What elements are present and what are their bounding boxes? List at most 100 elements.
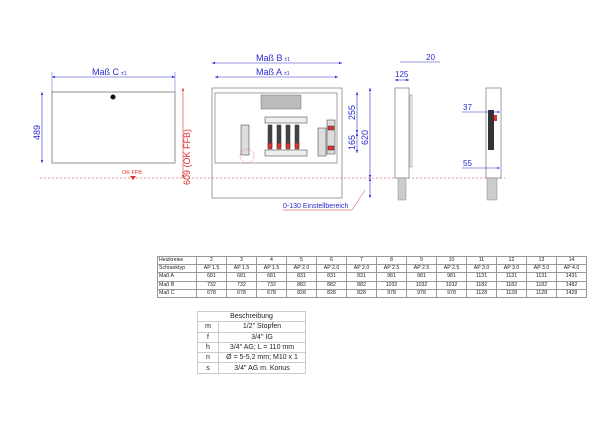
table-cell: 8 [376,255,407,266]
table-cell: 681 [226,272,257,282]
table-cell: 1131 [526,272,557,282]
left-view: Maß C±1 489 OK FFB [32,67,176,180]
mass-c-label: Maß C±1 [92,67,127,77]
table-cell: 732 [226,280,257,290]
description-title: Beschreibung [197,310,306,323]
table-cell: AP 2.0 [316,264,347,274]
table-cell: 981 [406,272,437,282]
table-cell: 981 [436,272,467,282]
side-view: 125 20 [394,53,440,201]
table-cell: 14 [556,255,587,266]
table-cell: 5 [286,255,317,266]
table-cell: 11 [466,255,497,266]
door-20: 20 [426,53,435,62]
table-cell: 1482 [556,280,587,290]
table-cell: 681 [256,272,287,282]
table-cell: AP 1.5 [256,264,287,274]
table-cell: 1032 [406,280,437,290]
dim-55: 55 [463,159,472,168]
table-cell: 828 [286,288,317,298]
table-cell: 978 [406,288,437,298]
table-cell: AP 2.5 [406,264,437,274]
table-cell: 1428 [556,288,587,298]
table-cell: 13 [526,255,557,266]
table-cell: AP 2.0 [346,264,377,274]
table-cell: AP 3.0 [496,264,527,274]
table-cell: 6 [316,255,347,266]
table-cell: 978 [436,288,467,298]
table-cell: 828 [346,288,377,298]
table-cell: AP 1.5 [196,264,227,274]
table-cell: 1131 [496,272,527,282]
table-cell: AP 2.0 [286,264,317,274]
table-cell: 1131 [466,272,497,282]
ok-ffb-label: OK FFB [122,170,142,176]
table-cell: 678 [256,288,287,298]
cabinet-door [51,91,176,164]
table-cell: 1128 [466,288,497,298]
table-cell: 681 [196,272,227,282]
table-cell: AP 1.5 [226,264,257,274]
mass-a-label: Maß A±1 [256,67,290,77]
row-label: Maß A [157,272,197,282]
description-text: 3/4" AG; L = 110 mm [218,341,306,354]
mass-b-label: Maß B±1 [256,53,290,63]
table-row: Beschreibung [197,310,306,323]
table-cell: 1182 [526,280,557,290]
table-cell: 831 [286,272,317,282]
description-key: h [197,341,219,354]
table-cell: 981 [376,272,407,282]
table-cell: 678 [196,288,227,298]
table-cell: 1128 [526,288,557,298]
table-cell: 4 [256,255,287,266]
row-label: Schranktyp [157,264,197,274]
row-label: Heizkreise [157,255,197,266]
description-key: s [197,362,219,374]
description-key: f [197,331,219,343]
table-cell: 678 [226,288,257,298]
table-cell: 828 [316,288,347,298]
manifold [239,116,336,164]
table-cell: 732 [196,280,227,290]
table-cell: 1032 [436,280,467,290]
dim-255: 255 [347,105,357,120]
dim-165: 165 [347,135,357,150]
control-box [260,94,302,110]
lock-icon [110,94,116,100]
description-text: Ø = 5-5,2 mm; M10 x 1 [218,352,306,364]
table-cell: 2 [196,255,227,266]
table-cell: 1182 [466,280,497,290]
depth-125: 125 [395,70,409,79]
table-cell: 831 [316,272,347,282]
table-cell: 882 [346,280,377,290]
row-label: Maß B [157,280,197,290]
table-cell: 1182 [496,280,527,290]
table-cell: 882 [316,280,347,290]
description-key: n [197,352,219,364]
front-view: Maß B±1 Maß A±1 609 (OK FFB) 255 165 620… [181,53,372,211]
row-label: Maß C [157,288,197,298]
table-cell: AP 2.5 [436,264,467,274]
table-cell: AP 4.0 [556,264,587,274]
floor-marker-icon [130,176,136,180]
dim-37: 37 [463,103,472,112]
table-cell: 7 [346,255,377,266]
cabinet-frame [211,87,343,199]
right-view: 37 55 [462,87,502,201]
table-cell: 3 [226,255,257,266]
table-cell: 9 [406,255,437,266]
table-cell: 10 [436,255,467,266]
height-489: 489 [32,125,42,140]
table-cell: 732 [256,280,287,290]
